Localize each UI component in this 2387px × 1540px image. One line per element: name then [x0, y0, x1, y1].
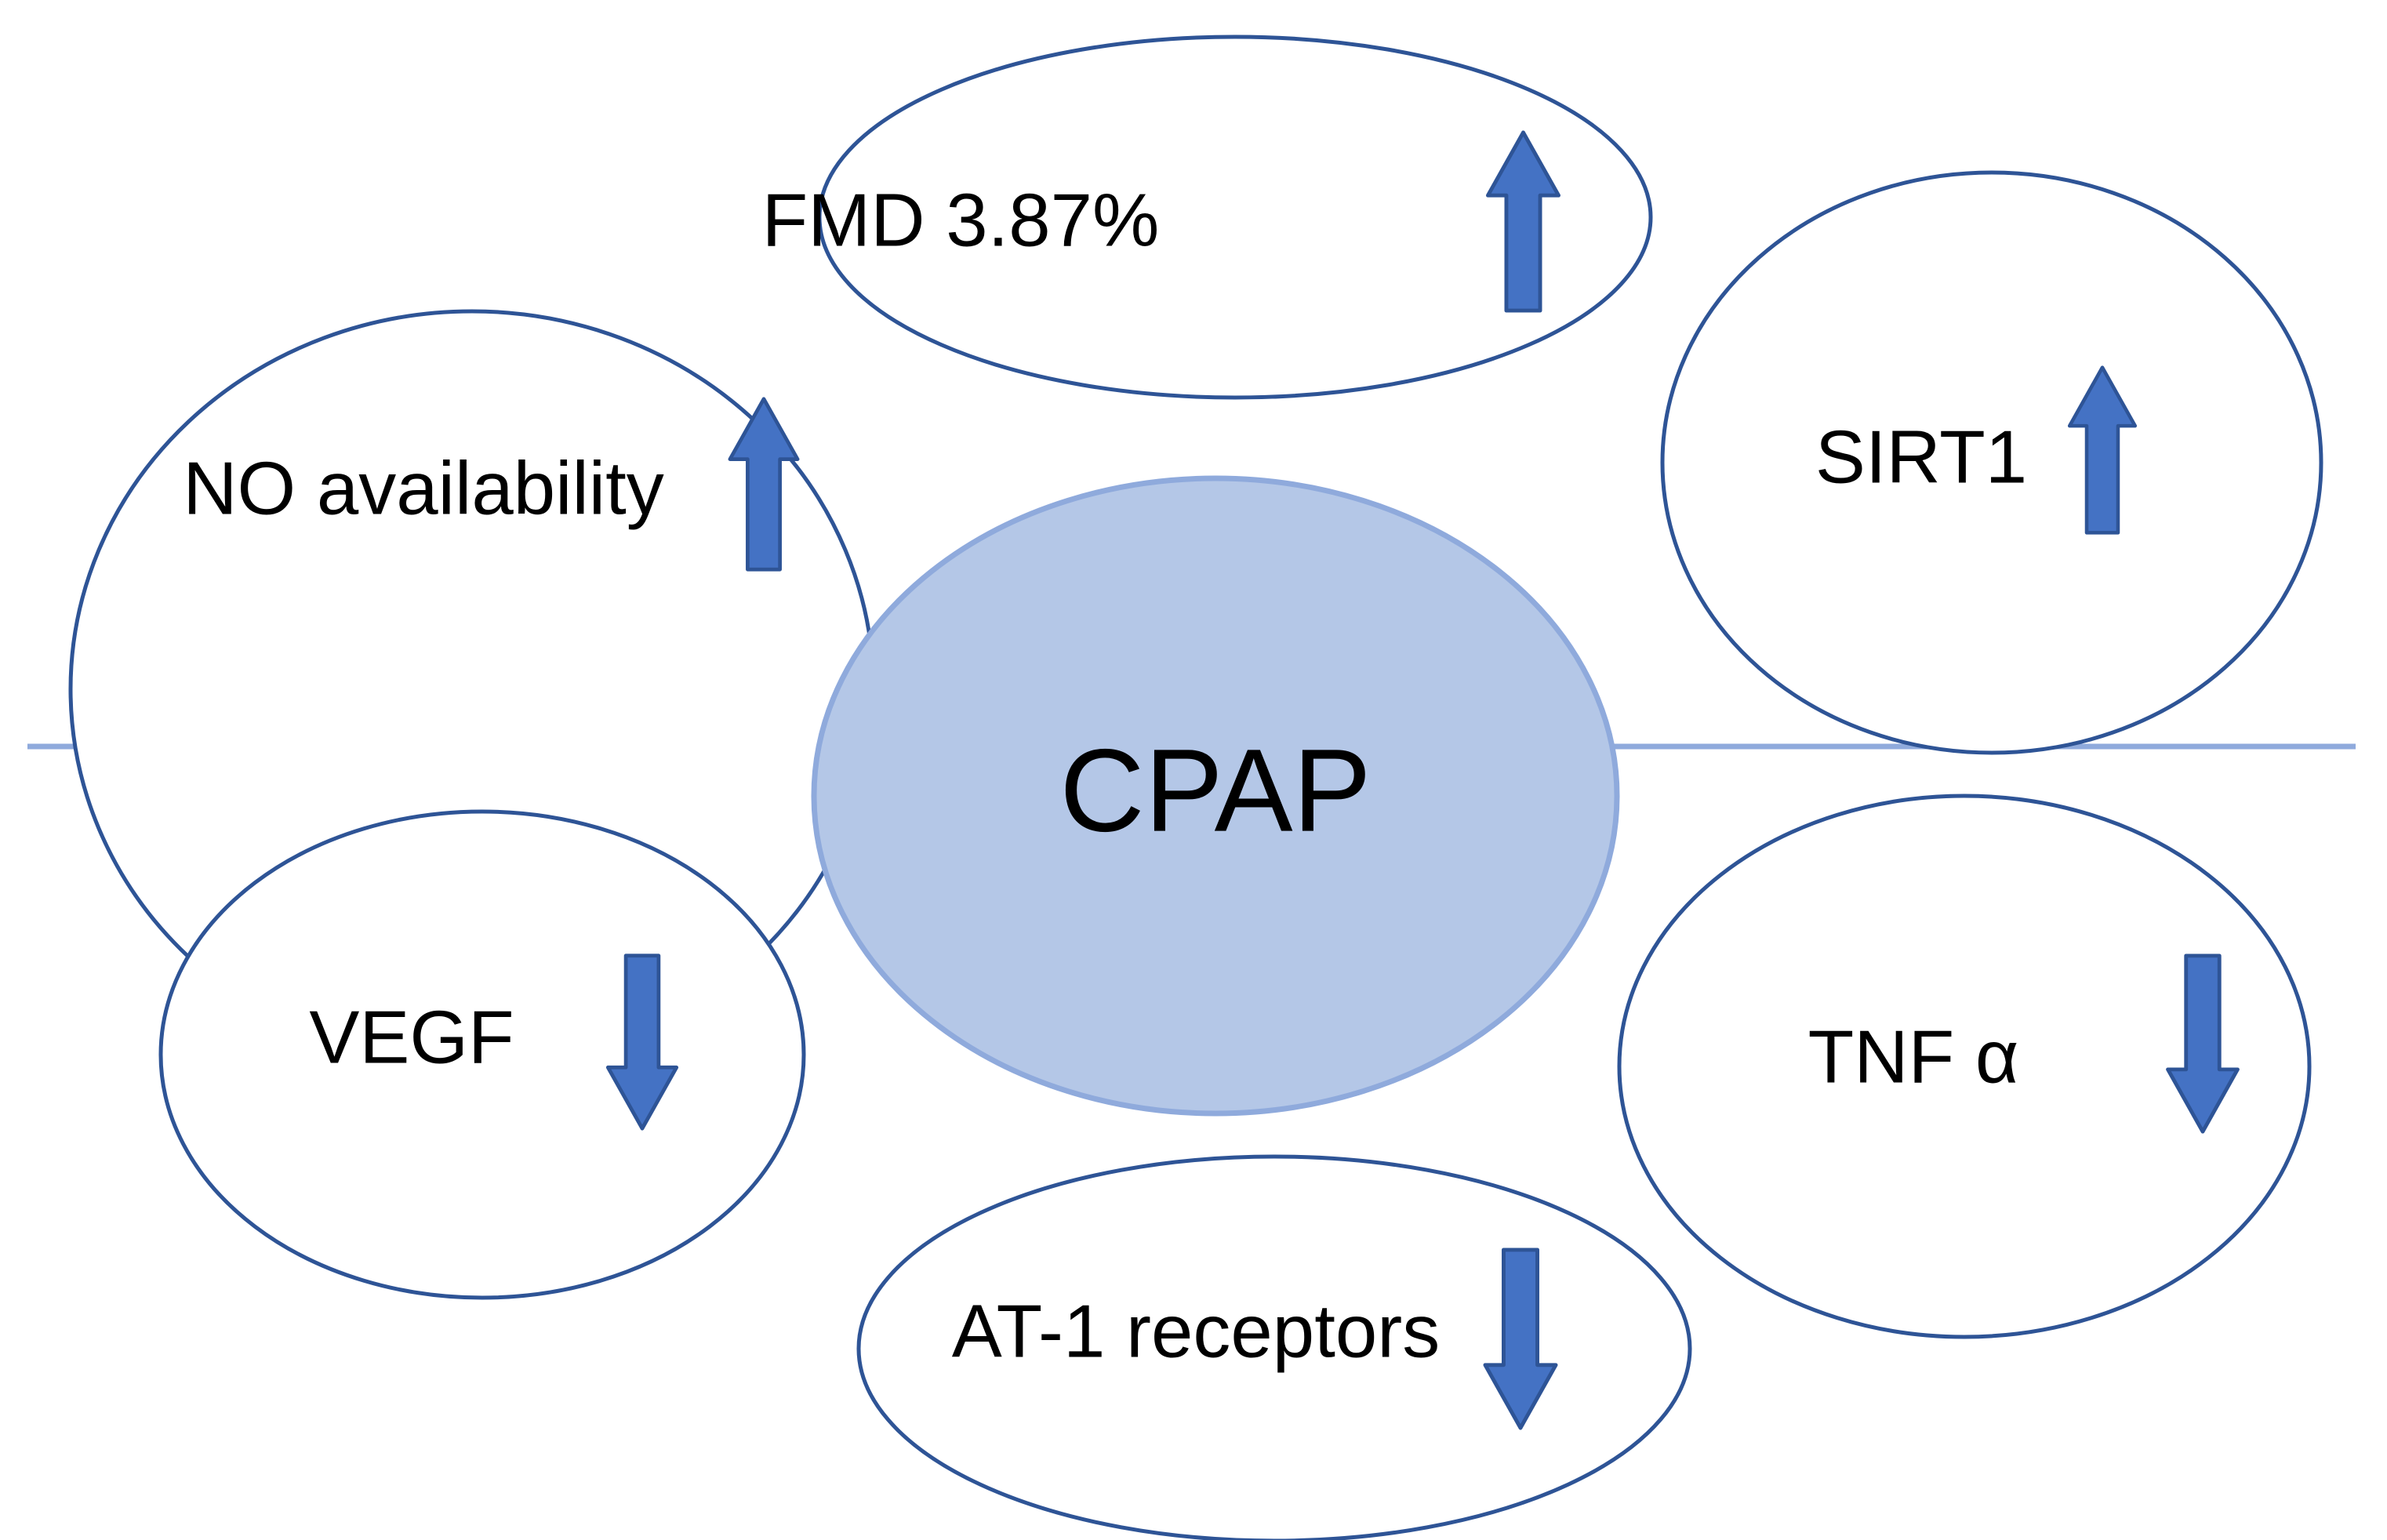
node-fmd-label: FMD 3.87%: [762, 178, 1160, 262]
node-tnf-alpha[interactable]: TNF α: [1617, 794, 2312, 1339]
node-at1-receptors-ellipse: [856, 1154, 1692, 1540]
node-no-availability-label: NO availability: [183, 446, 664, 530]
center-node-cpap-circle: [811, 475, 1620, 1117]
node-vegf-label: VEGF: [309, 995, 514, 1079]
node-fmd[interactable]: FMD 3.87%: [762, 35, 1653, 400]
node-at1-receptors[interactable]: AT-1 receptors: [856, 1154, 1692, 1540]
node-vegf-ellipse: [158, 809, 806, 1300]
node-sirt1[interactable]: SIRT1: [1660, 170, 2323, 755]
node-vegf[interactable]: VEGF: [158, 809, 806, 1300]
center-node-cpap-label: CPAP: [1059, 725, 1371, 856]
node-sirt1-label: SIRT1: [1815, 415, 2027, 499]
node-sirt1-ellipse: [1660, 170, 2323, 755]
node-at1-receptors-label: AT-1 receptors: [952, 1289, 1440, 1373]
node-fmd-ellipse: [817, 35, 1653, 400]
node-tnf-alpha-label: TNF α: [1808, 1015, 2019, 1099]
center-node-cpap[interactable]: CPAP: [811, 475, 1620, 1117]
node-tnf-alpha-ellipse: [1617, 794, 2312, 1339]
